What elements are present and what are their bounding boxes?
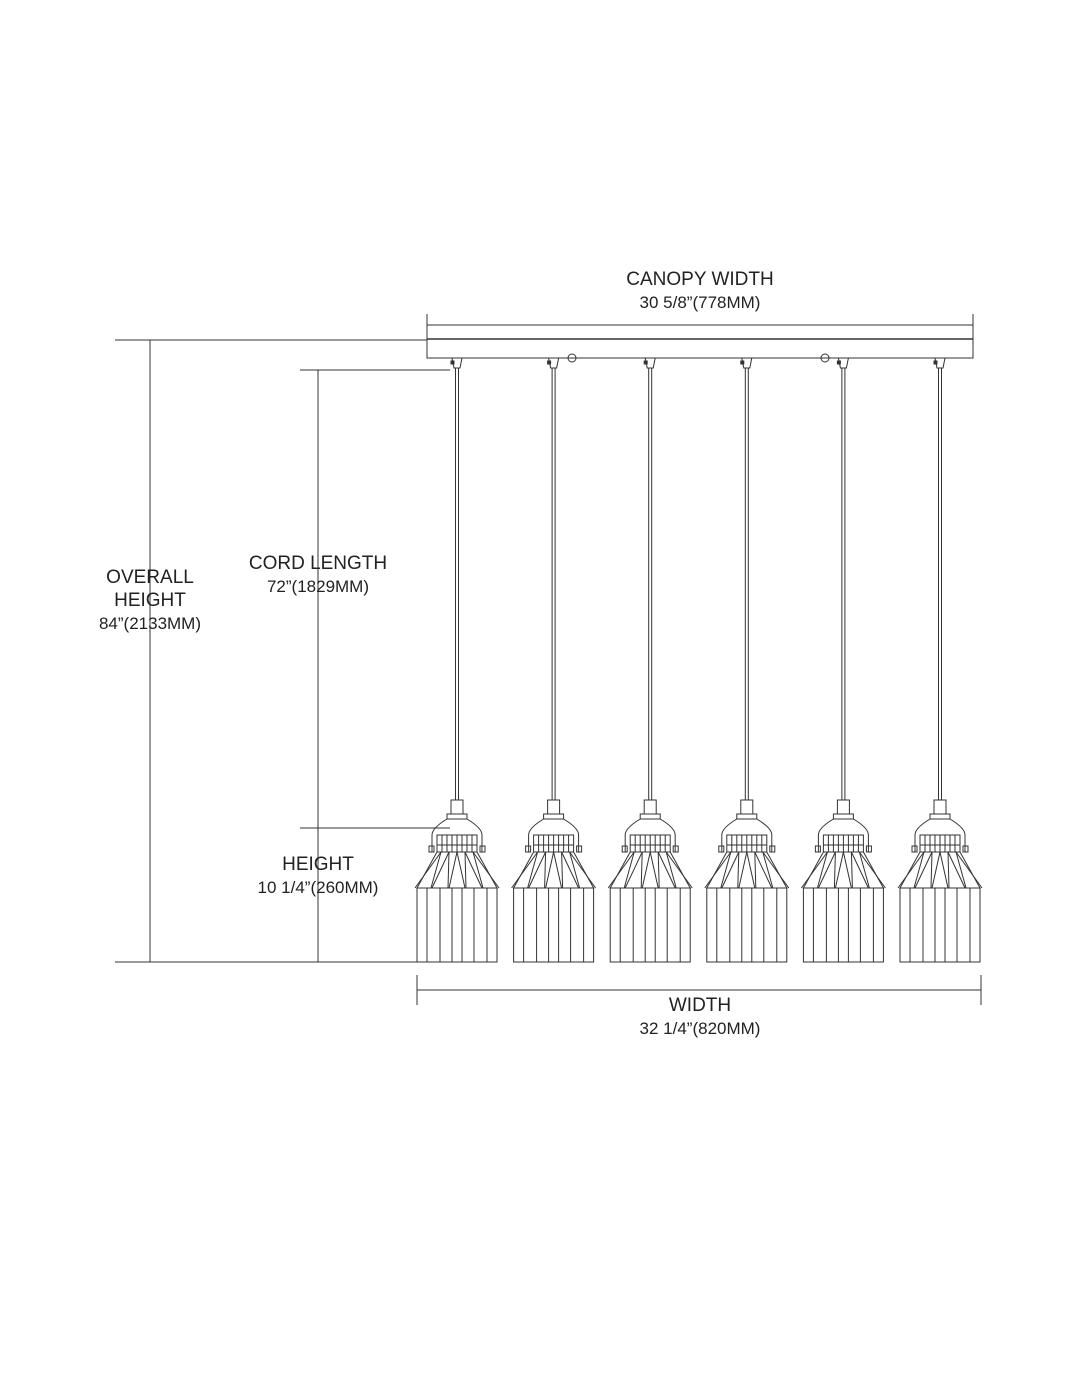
pendant-light — [704, 357, 790, 963]
overall-height-value: 84”(2133MM) — [98, 614, 202, 633]
pendant-light — [800, 357, 886, 963]
pendant-light — [897, 357, 983, 963]
height-title: HEIGHT — [282, 854, 354, 875]
pendant-light — [607, 357, 693, 963]
canopy-width-title: CANOPY WIDTH — [626, 269, 774, 290]
pendant-light — [511, 357, 597, 963]
overall-height-title-2: HEIGHT — [114, 590, 186, 611]
width-dimension-line — [416, 975, 982, 1005]
overall-height-label: OVERALL HEIGHT 84”(2133MM) — [60, 566, 240, 635]
width-title: WIDTH — [668, 995, 732, 1016]
cord-length-value: 72”(1829MM) — [266, 577, 370, 596]
canopy-width-label: CANOPY WIDTH 30 5/8”(778MM) — [560, 268, 840, 314]
cord-length-title: CORD LENGTH — [248, 553, 388, 574]
canopy — [426, 338, 974, 363]
overall-height-title-1: OVERALL — [106, 567, 194, 588]
overall-height-dimension-line — [115, 339, 427, 963]
canopy-width-value: 30 5/8”(778MM) — [639, 293, 761, 312]
cord-length-label: CORD LENGTH 72”(1829MM) — [218, 552, 418, 598]
cord-length-dimension-line — [300, 369, 450, 962]
width-label: WIDTH 32 1/4”(820MM) — [560, 994, 840, 1040]
height-value: 10 1/4”(260MM) — [257, 878, 379, 897]
height-label: HEIGHT 10 1/4”(260MM) — [218, 853, 418, 899]
pendant-light — [414, 357, 500, 963]
width-value: 32 1/4”(820MM) — [639, 1019, 761, 1038]
canopy-width-dimension-line — [426, 314, 974, 340]
